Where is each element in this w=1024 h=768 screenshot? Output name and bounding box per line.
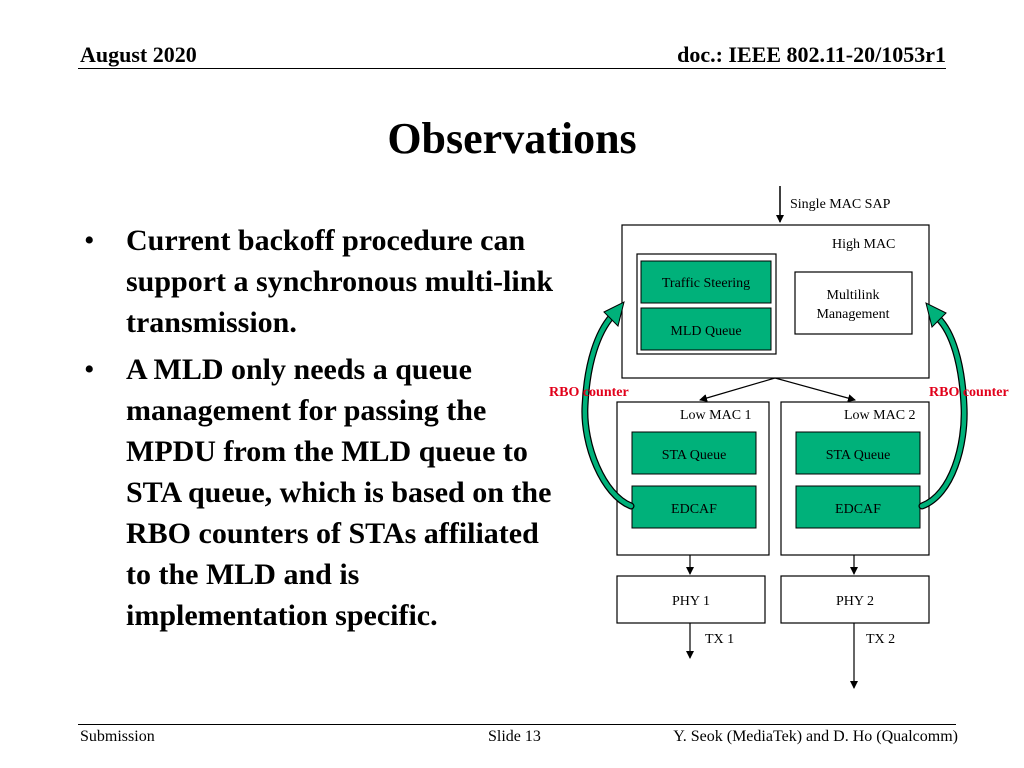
- bullet-symbol: •: [84, 353, 95, 386]
- sap-label: Single MAC SAP: [790, 197, 891, 212]
- sta-queue-2-box: [795, 431, 921, 475]
- low-mac-2-label: Low MAC 2: [844, 408, 916, 423]
- rbo-arrowhead-right: [925, 302, 947, 328]
- phy-2-label: PHY 2: [836, 594, 874, 609]
- low-mac-1-label: Low MAC 1: [680, 408, 752, 423]
- bullet-symbol: •: [84, 224, 95, 257]
- traffic-steering-label: Traffic Steering: [662, 276, 750, 291]
- phy-1-label: PHY 1: [672, 594, 710, 609]
- sta-queue-1-box: [631, 431, 757, 475]
- rbo-counter-label-left: RBO counter: [549, 385, 629, 400]
- low-mac-1-box: [616, 401, 770, 556]
- slide-title: Observations: [387, 114, 637, 163]
- header-doc-id: doc.: IEEE 802.11-20/1053r1: [677, 42, 946, 67]
- bullet-text: A MLD only needs a queue management for …: [126, 353, 552, 632]
- mld-queue-box: [640, 307, 772, 351]
- tx-1-label: TX 1: [705, 632, 734, 647]
- high-mac-label: High MAC: [832, 237, 895, 252]
- rbo-arrow-left: [582, 313, 634, 509]
- edcaf-2-label: EDCAF: [835, 502, 881, 517]
- phy-2-box: [780, 575, 930, 624]
- header-date: August 2020: [80, 42, 197, 67]
- mld-queue-label: MLD Queue: [670, 324, 741, 339]
- multilink-management-box: [794, 271, 913, 335]
- bullet-item: • A MLD only needs a queue management fo…: [84, 349, 564, 636]
- bullet-text: Current backoff procedure can support a …: [126, 224, 554, 339]
- traffic-steering-box: [640, 260, 772, 304]
- footer-rule: [78, 724, 956, 725]
- split-arrow-low-mac-1: [699, 377, 776, 402]
- phy-1-box: [616, 575, 766, 624]
- low-mac-2-box: [780, 401, 930, 556]
- split-arrow-low-mac-2: [774, 377, 856, 403]
- rbo-arrowhead-left: [603, 301, 625, 327]
- bullet-list: • Current backoff procedure can support …: [84, 220, 564, 642]
- footer-submission: Submission: [80, 728, 155, 745]
- footer-authors: Y. Seok (MediaTek) and D. Ho (Qualcomm): [673, 728, 958, 745]
- edcaf-2-box: [795, 485, 921, 529]
- multilink-management-label-line2: Management: [816, 307, 889, 322]
- tx-2-label: TX 2: [866, 632, 895, 647]
- footer-slide-number: Slide 13: [488, 728, 541, 745]
- header-rule: [78, 68, 946, 69]
- sta-queue-1-label: STA Queue: [662, 448, 727, 463]
- edcaf-1-box: [631, 485, 757, 529]
- rbo-arrow-right: [919, 315, 967, 509]
- sta-queue-2-label: STA Queue: [826, 448, 891, 463]
- multilink-management-label-line1: Multilink: [827, 288, 880, 303]
- edcaf-1-label: EDCAF: [671, 502, 717, 517]
- bullet-item: • Current backoff procedure can support …: [84, 220, 564, 343]
- rbo-counter-label-right: RBO counter: [929, 385, 1009, 400]
